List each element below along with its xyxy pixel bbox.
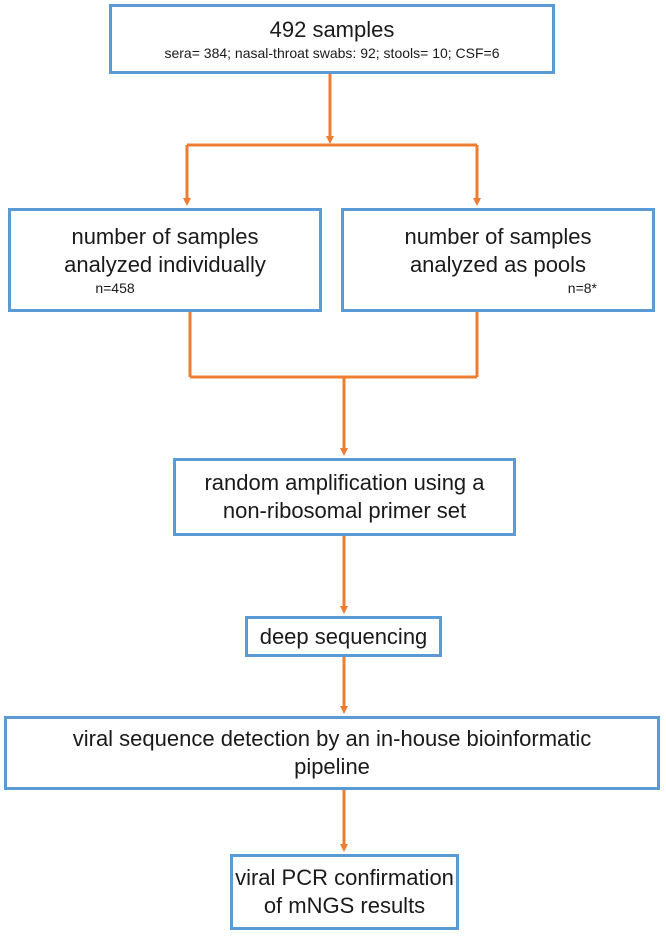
viral-detection-box: viral sequence detection by an in-house … (4, 716, 660, 790)
total-samples-title: 492 samples (269, 17, 395, 42)
individual-sample-count: n=458 (95, 280, 135, 296)
sample-type-breakdown: sera= 384; nasal-throat swabs: 92; stool… (164, 45, 500, 61)
total-samples-box: 492 samples sera= 384; nasal-throat swab… (109, 4, 555, 74)
pooled-samples-box: number of samples analyzed as pools n=8* (341, 208, 655, 312)
random-amplification-box: random amplification using a non-ribosom… (173, 458, 516, 536)
amplification-line2: non-ribosomal primer set (222, 498, 467, 523)
pooled-box-line2: analyzed as pools (409, 252, 587, 277)
sequencing-label: deep sequencing (259, 623, 428, 649)
individual-box-line1: number of samples (71, 224, 259, 249)
pcr-confirmation-box: viral PCR confirmation of mNGS results (230, 854, 459, 930)
individual-box-line2: analyzed individually (64, 252, 266, 277)
amplification-line1: random amplification using a (204, 470, 485, 495)
individual-samples-box: number of samples analyzed individually … (8, 208, 322, 312)
confirmation-line1: viral PCR confirmation (235, 865, 454, 890)
detection-line1: viral sequence detection by an in-house … (72, 726, 592, 751)
pooled-sample-count: n=8* (567, 280, 597, 296)
pooled-box-line1: number of samples (404, 224, 592, 249)
deep-sequencing-box: deep sequencing (245, 616, 442, 657)
confirmation-line2: of mNGS results (263, 893, 426, 918)
detection-line2: pipeline (294, 754, 370, 779)
